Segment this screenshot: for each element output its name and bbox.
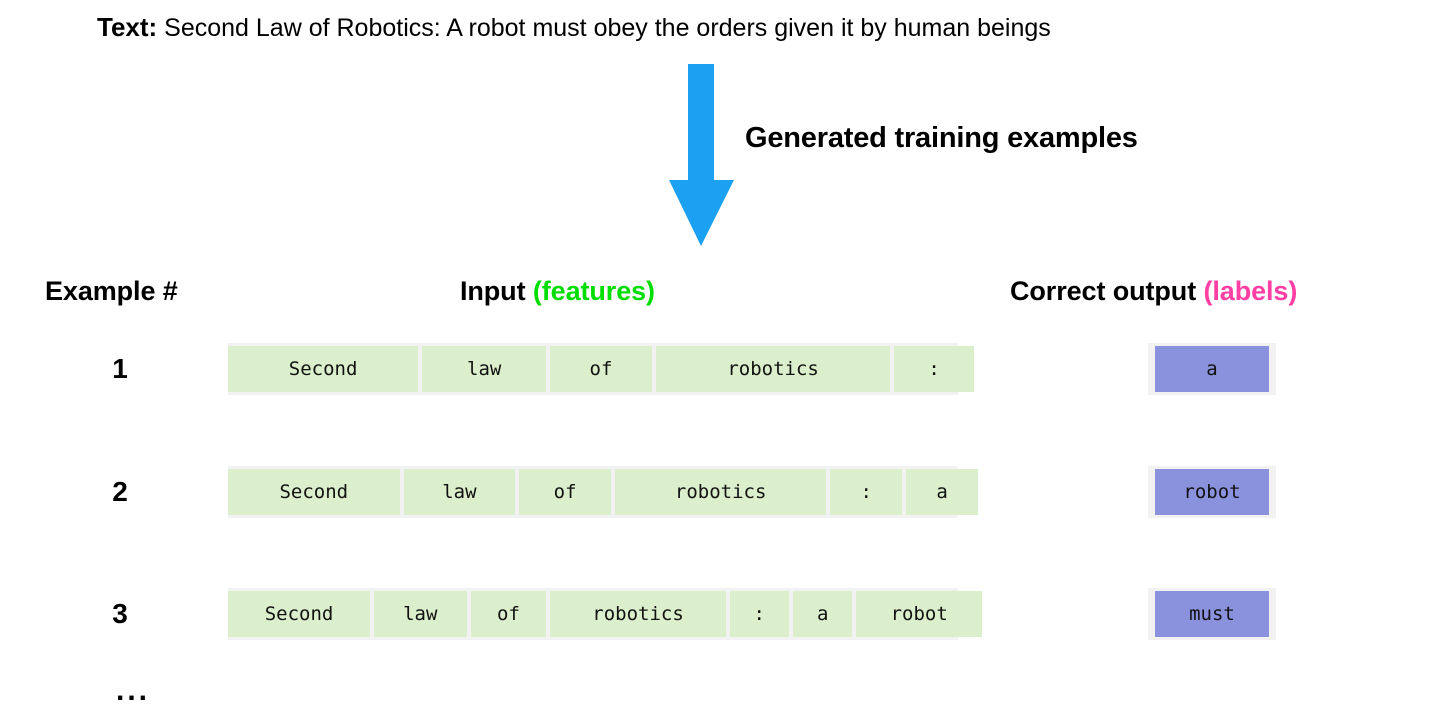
- feature-token: :: [830, 469, 903, 515]
- feature-token: robotics: [614, 469, 827, 515]
- feature-token: law: [374, 591, 467, 637]
- label-cell: robot: [1148, 466, 1276, 518]
- label-cell: must: [1148, 588, 1276, 640]
- column-header-output-tint: (labels): [1203, 276, 1298, 306]
- label-cell: a: [1148, 343, 1276, 395]
- feature-token: Second: [228, 591, 371, 637]
- column-header-input-main: Input: [460, 276, 526, 306]
- feature-token: of: [519, 469, 611, 515]
- feature-token: a: [906, 469, 978, 515]
- source-text-line: Text: Second Law of Robotics: A robot mu…: [97, 11, 1051, 44]
- feature-token: :: [729, 591, 789, 637]
- generated-examples-caption: Generated training examples: [745, 122, 1138, 154]
- feature-token: :: [894, 346, 974, 392]
- label-chip: a: [1155, 346, 1269, 392]
- feature-token: robotics: [550, 591, 726, 637]
- source-text-label: Text:: [97, 12, 158, 42]
- feature-token: law: [403, 469, 516, 515]
- down-arrow-icon: [668, 64, 738, 248]
- feature-token: a: [793, 591, 853, 637]
- feature-token: robot: [856, 591, 982, 637]
- label-chip: robot: [1155, 469, 1269, 515]
- continuation-ellipsis: ...: [116, 674, 151, 707]
- example-number: 1: [112, 353, 128, 384]
- feature-token: Second: [228, 346, 419, 392]
- column-header-output-main: Correct output: [1010, 276, 1197, 306]
- column-header-example: Example #: [45, 276, 178, 306]
- feature-token: of: [470, 591, 547, 637]
- example-number: 3: [112, 598, 128, 629]
- source-text-value: Second Law of Robotics: A robot must obe…: [164, 14, 1051, 42]
- column-header-input-tint: (features): [532, 276, 655, 306]
- feature-token: law: [422, 346, 547, 392]
- example-number: 2: [112, 476, 128, 507]
- column-header-input: Input (features): [460, 276, 655, 307]
- feature-token: robotics: [655, 346, 891, 392]
- column-header-output: Correct output (labels): [1010, 276, 1297, 307]
- feature-token: of: [550, 346, 652, 392]
- label-chip: must: [1155, 591, 1269, 637]
- feature-token: Second: [228, 469, 400, 515]
